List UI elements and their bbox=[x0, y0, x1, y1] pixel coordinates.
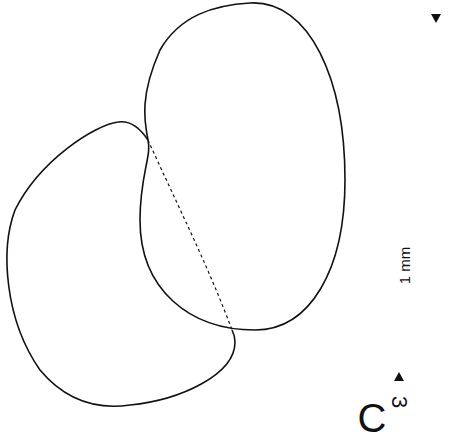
figure-letter: C bbox=[358, 398, 387, 438]
scale-label: 1 mm bbox=[398, 246, 413, 284]
scale-marker-bottom bbox=[394, 372, 404, 381]
lower-outline bbox=[7, 122, 235, 407]
figure-number: 3 bbox=[388, 396, 410, 408]
scale-marker-top bbox=[431, 14, 441, 23]
hidden-edge bbox=[148, 140, 232, 330]
upper-outline bbox=[140, 3, 345, 330]
